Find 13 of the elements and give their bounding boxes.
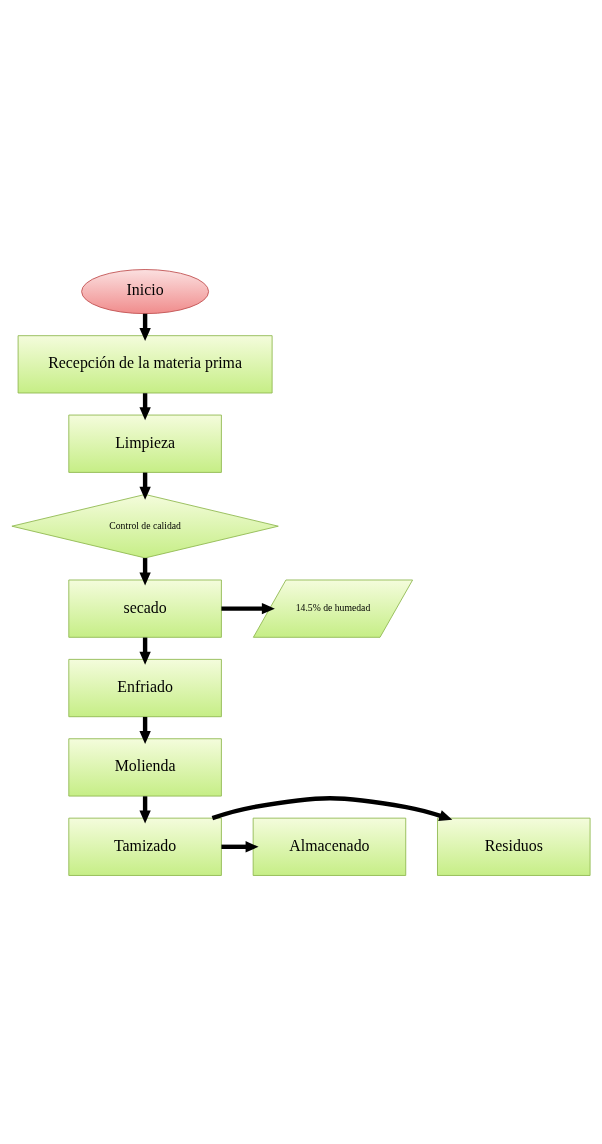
node-box: secado xyxy=(68,579,222,638)
node-box: Recepción de la materia prima xyxy=(17,334,273,393)
arrow xyxy=(221,602,275,614)
arrow xyxy=(221,840,259,852)
node-ellipse: Inicio xyxy=(81,268,210,314)
node-diamond: Control de calidad xyxy=(11,493,279,558)
node-box: Enfriado xyxy=(68,658,222,717)
node-box: Limpieza xyxy=(68,414,222,473)
arrow xyxy=(211,795,453,821)
node-box: Molienda xyxy=(68,737,222,797)
node-box: Residuos xyxy=(437,817,591,876)
node-box: Almacenado xyxy=(252,817,407,876)
node-box: Tamizado xyxy=(68,817,222,876)
